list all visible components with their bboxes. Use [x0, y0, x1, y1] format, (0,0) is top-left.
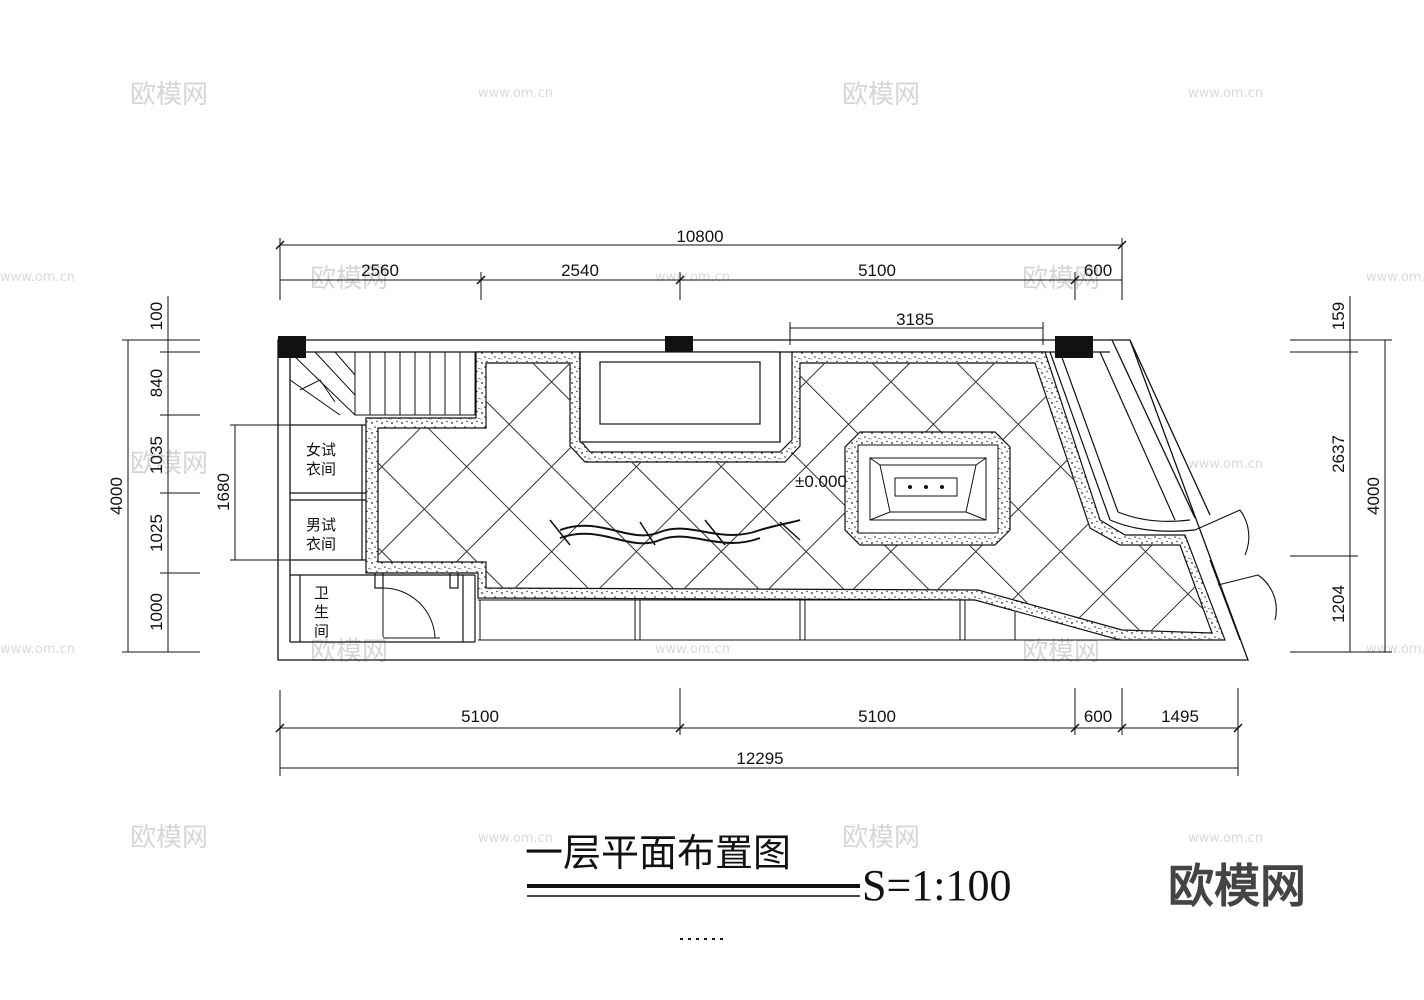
bottom-dimensions — [275, 688, 1243, 776]
floor-level-mark: ±0.000 — [795, 472, 847, 491]
dim-left-3: 1035 — [147, 436, 166, 474]
toilet-label-1: 卫 — [314, 584, 329, 602]
toilet-door — [382, 587, 440, 639]
watermark: 欧模网 — [130, 449, 208, 479]
watermark-url: www.om.cn — [1188, 831, 1263, 846]
window-alcove — [579, 351, 781, 443]
watermark: 欧模网 — [310, 264, 388, 294]
right-dimensions — [1290, 296, 1392, 653]
dim-top-3: 5100 — [858, 261, 896, 280]
watermark-url: www.om.cn — [478, 86, 553, 101]
fitting-room-women-label-2: 衣间 — [306, 460, 336, 478]
watermark: 欧模网 — [1022, 637, 1100, 667]
dim-bottom-4: 1495 — [1161, 707, 1199, 726]
dim-left-inner: 1680 — [214, 473, 233, 511]
dim-bottom-3: 600 — [1084, 707, 1112, 726]
fitting-room-men-label-1: 男试 — [306, 516, 336, 534]
watermark-url: www.om.cn — [655, 642, 730, 657]
footer-dots — [680, 938, 723, 940]
watermark-url: www.om.cn — [1188, 457, 1263, 472]
watermark-url: www.om.cn — [655, 270, 730, 285]
title-underline — [527, 884, 860, 897]
drawing-title: 一层平面布置图 — [525, 831, 791, 875]
brand-logo: 欧模网 — [1168, 859, 1306, 913]
dim-right-1: 159 — [1329, 302, 1348, 330]
toilet-label-3: 间 — [314, 622, 329, 640]
hall-floor — [377, 362, 1213, 634]
left-dimensions — [122, 296, 290, 653]
dim-top-1: 2560 — [361, 261, 399, 280]
top-dimensions — [275, 238, 1127, 345]
watermark: 欧模网 — [842, 80, 920, 110]
entrance-doors — [1194, 509, 1277, 641]
dim-top-total: 10800 — [676, 227, 723, 246]
display-island — [844, 431, 1011, 546]
watermark: 欧模网 — [842, 823, 920, 853]
dim-right-2: 2637 — [1329, 435, 1348, 473]
dim-bottom-total: 12295 — [736, 749, 783, 768]
fitting-room-women-label-1: 女试 — [306, 441, 336, 459]
dim-bottom-2: 5100 — [858, 707, 896, 726]
watermark: 欧模网 — [130, 80, 208, 110]
drawing-scale: S=1:100 — [862, 861, 1012, 910]
watermark-url: www.om.cn — [0, 270, 75, 285]
floor-motif — [549, 519, 801, 546]
dim-right-3: 1204 — [1329, 585, 1348, 623]
right-facade — [1049, 351, 1196, 532]
watermark: 欧模网 — [1022, 264, 1100, 294]
dim-left-4: 1025 — [147, 514, 166, 552]
dim-left-5: 1000 — [147, 593, 166, 631]
dim-left-1: 100 — [147, 302, 166, 330]
staircase — [289, 351, 486, 416]
display-cabinets — [478, 599, 1120, 641]
watermark-url: www.om.cn — [0, 642, 75, 657]
dim-bottom-1: 5100 — [461, 707, 499, 726]
dim-top-4: 600 — [1084, 261, 1112, 280]
fitting-room-men-label-2: 衣间 — [306, 535, 336, 553]
dim-left-total: 4000 — [107, 477, 126, 515]
dim-top-2: 2540 — [561, 261, 599, 280]
watermark-url: www.om.cn — [1366, 270, 1424, 285]
dim-right-total: 4000 — [1364, 477, 1383, 515]
watermark-url: www.om.cn — [478, 831, 553, 846]
dim-window-span: 3185 — [896, 310, 934, 329]
toilet-label-2: 生 — [314, 603, 329, 621]
watermark-url: www.om.cn — [1188, 86, 1263, 101]
watermark: 欧模网 — [130, 823, 208, 853]
dim-left-2: 840 — [147, 369, 166, 397]
watermark-url: www.om.cn — [1366, 642, 1424, 657]
